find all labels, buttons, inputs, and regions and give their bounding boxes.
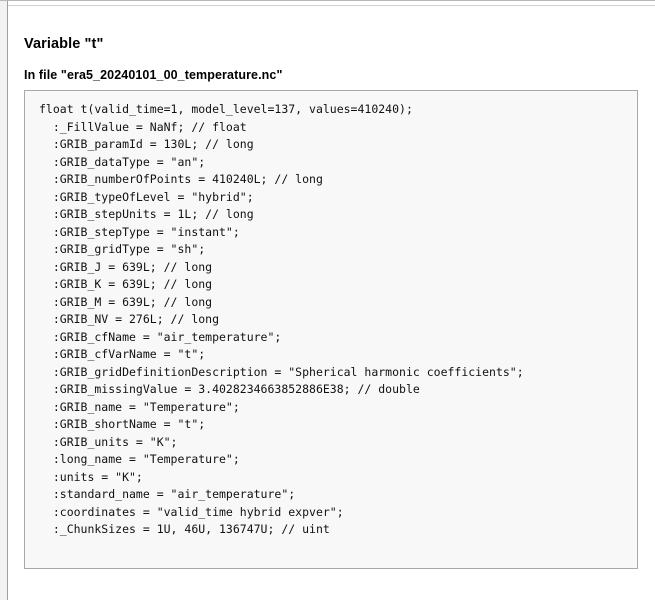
code-line: :GRIB_cfName = "air_temperature"; — [39, 329, 282, 344]
code-line: :_FillValue = NaNf; // float — [39, 119, 247, 134]
code-line: :GRIB_M = 639L; // long — [39, 294, 213, 309]
code-line: :GRIB_NV = 276L; // long — [39, 312, 220, 326]
code-line: :GRIB_paramId = 130L; // long — [39, 137, 254, 151]
code-line: :GRIB_J = 639L; // long — [39, 259, 213, 274]
content-top-rule — [8, 5, 655, 6]
code-line: :standard_name = "air_temperature"; — [39, 487, 296, 501]
code-line: :GRIB_typeOfLevel = "hybrid"; — [39, 189, 254, 204]
code-line: :GRIB_missingValue = 3.4028234663852886E… — [39, 382, 420, 396]
code-line: :GRIB_K = 639L; // long — [39, 277, 213, 291]
code-line: :GRIB_numberOfPoints = 410240L; // long — [39, 172, 323, 186]
variable-attributes-code-box[interactable]: float t(valid_time=1, model_level=137, v… — [24, 90, 638, 569]
code-line: :GRIB_stepType = "instant"; — [39, 224, 240, 239]
code-line: :GRIB_shortName = "t"; — [39, 417, 206, 431]
page-title: Variable "t" — [24, 36, 104, 52]
content-area: Variable "t" In file "era5_20240101_00_t… — [8, 6, 655, 600]
code-line: :GRIB_gridDefinitionDescription = "Spher… — [39, 364, 524, 379]
code-line: :long_name = "Temperature"; — [39, 452, 240, 466]
left-panel-gutter — [0, 0, 8, 600]
code-line: :coordinates = "valid_time hybrid expver… — [39, 504, 344, 519]
code-line: :GRIB_name = "Temperature"; — [39, 399, 240, 414]
cdl-attribute-listing: float t(valid_time=1, model_level=137, v… — [25, 91, 637, 539]
code-line: :_ChunkSizes = 1U, 46U, 136747U; // uint — [39, 522, 330, 536]
code-line: :GRIB_cfVarName = "t"; — [39, 347, 206, 361]
file-name-label: In file "era5_20240101_00_temperature.nc… — [24, 68, 283, 82]
code-line: :GRIB_stepUnits = 1L; // long — [39, 207, 254, 221]
code-line: :GRIB_dataType = "an"; — [39, 154, 206, 169]
code-line: :GRIB_gridType = "sh"; — [39, 242, 206, 256]
code-line: float t(valid_time=1, model_level=137, v… — [39, 102, 413, 116]
code-line: :units = "K"; — [39, 469, 143, 484]
code-line: :GRIB_units = "K"; — [39, 434, 178, 449]
panel-divider[interactable] — [7, 0, 8, 600]
window-top-border — [0, 0, 655, 1]
